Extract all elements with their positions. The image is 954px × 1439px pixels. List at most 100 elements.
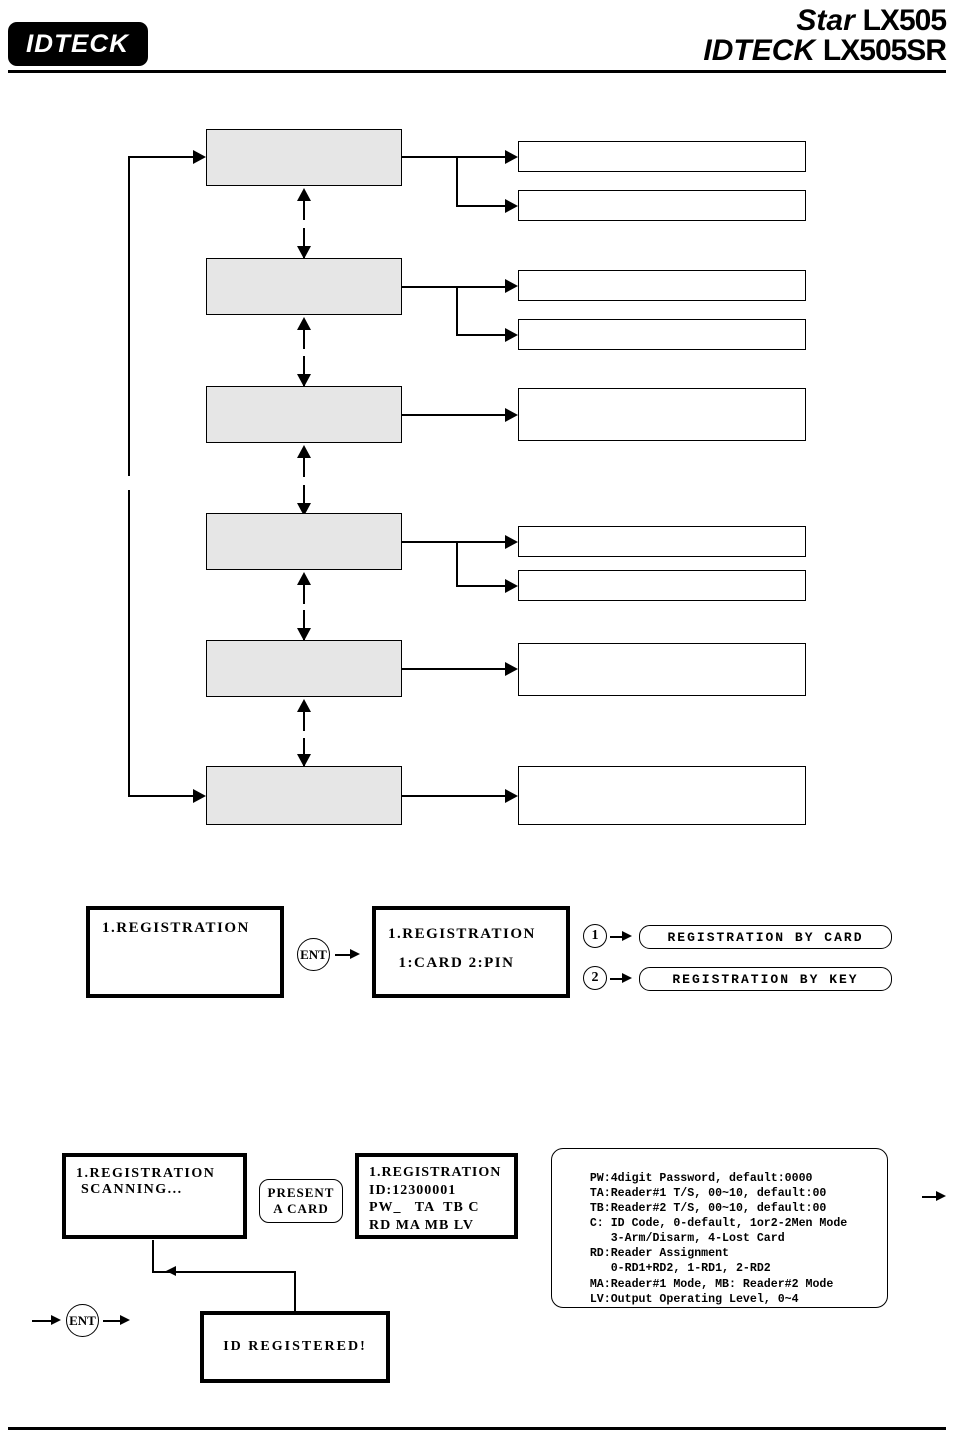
ent-key-icon-1[interactable]: ENT bbox=[297, 938, 330, 971]
menu-return-bus-upper-entry bbox=[128, 156, 196, 158]
ent-2-out-line bbox=[103, 1320, 121, 1322]
menu-box-3[interactable] bbox=[206, 386, 402, 443]
menu-box-1[interactable] bbox=[206, 129, 402, 186]
id-registered-screen[interactable]: ID REGISTERED! bbox=[200, 1311, 390, 1383]
menu-2-sub-2-arrow bbox=[505, 328, 518, 342]
model-title-block: Star LX505 IDTECK LX505SR bbox=[703, 4, 947, 67]
menu-5-sub-box-1[interactable] bbox=[518, 643, 806, 696]
registration-screen-1[interactable]: 1.REGISTRATION bbox=[86, 906, 284, 998]
scanning-screen-line-1: 1.REGISTRATION bbox=[76, 1166, 216, 1181]
registration-screen-1-line-1: 1.REGISTRATION bbox=[102, 920, 250, 936]
model-number-lx505sr: LX505SR bbox=[822, 34, 947, 67]
menu-return-bus-lower bbox=[128, 490, 130, 796]
menu-1-2-up-line bbox=[303, 190, 305, 220]
menu-4-5-down-line bbox=[303, 610, 305, 640]
menu-3-4-up-arrow bbox=[297, 445, 311, 458]
detail-screen-line-1: 1.REGISTRATION bbox=[369, 1165, 502, 1180]
option-1-pill[interactable]: REGISTRATION BY CARD bbox=[639, 925, 892, 949]
menu-6-sub-box-1[interactable] bbox=[518, 766, 806, 825]
menu-return-arrow-top bbox=[193, 150, 206, 164]
present-a-card-box: PRESENT A CARD bbox=[259, 1179, 343, 1223]
menu-2-branch-hline bbox=[456, 334, 508, 336]
menu-1-sub-1-arrow bbox=[505, 150, 518, 164]
scanning-screen[interactable]: 1.REGISTRATION SCANNING... bbox=[62, 1153, 247, 1239]
legend-line-4: C: ID Code, 0-default, 1or2-2Men Mode bbox=[589, 1217, 848, 1231]
legend-line-3: TB:Reader#2 T/S, 00~10, default:00 bbox=[589, 1202, 827, 1216]
option-1-arrow-head bbox=[622, 931, 632, 941]
menu-6-sub-1-arrow bbox=[505, 789, 518, 803]
ent-2-in-arrow-head bbox=[51, 1315, 61, 1325]
menu-4-sub-box-2[interactable] bbox=[518, 570, 806, 601]
menu-1-sub-box-2[interactable] bbox=[518, 190, 806, 221]
menu-4-branch-hline bbox=[456, 585, 508, 587]
menu-box-5[interactable] bbox=[206, 640, 402, 697]
menu-1-sub-2-arrow bbox=[505, 199, 518, 213]
registration-screen-2[interactable]: 1.REGISTRATION 1:CARD 2:PIN bbox=[372, 906, 570, 998]
menu-2-out-line bbox=[402, 286, 508, 288]
registration-screen-2-line-2: 1:CARD 2:PIN bbox=[388, 954, 515, 971]
menu-1-branch-hline bbox=[456, 205, 508, 207]
ent-2-in-line bbox=[32, 1320, 52, 1322]
registration-detail-screen[interactable]: 1.REGISTRATION ID:12300001 PW_ TA TB C R… bbox=[355, 1153, 518, 1239]
scanning-join-line bbox=[152, 1271, 295, 1273]
menu-4-sub-2-arrow bbox=[505, 579, 518, 593]
menu-return-bus-upper bbox=[128, 158, 130, 476]
menu-4-out-line bbox=[402, 541, 508, 543]
menu-4-branch-vline bbox=[456, 541, 458, 586]
legend-line-1: PW:4digit Password, default:0000 bbox=[589, 1172, 813, 1186]
menu-4-sub-box-1[interactable] bbox=[518, 526, 806, 557]
legend-continue-arrow-head bbox=[936, 1191, 946, 1201]
option-1-number-badge[interactable]: 1 bbox=[583, 924, 607, 948]
legend-line-6: RD:Reader Assignment bbox=[589, 1247, 729, 1261]
menu-1-2-up-arrow bbox=[297, 188, 311, 201]
menu-3-sub-1-arrow bbox=[505, 408, 518, 422]
scanning-screen-line-2: SCANNING... bbox=[76, 1182, 183, 1197]
footer-divider bbox=[8, 1427, 946, 1430]
idteck-logo-text: IDTECK bbox=[26, 29, 130, 58]
menu-6-out-line bbox=[402, 795, 508, 797]
menu-4-5-down-arrow bbox=[297, 628, 311, 641]
option-2-pill[interactable]: REGISTRATION BY KEY bbox=[639, 967, 892, 991]
legend-continue-arrow-line bbox=[922, 1196, 938, 1198]
menu-2-branch-vline bbox=[456, 286, 458, 335]
present-a-card-line-1: PRESENT bbox=[267, 1184, 335, 1200]
option-1-arrow-line bbox=[610, 936, 623, 938]
menu-2-sub-box-2[interactable] bbox=[518, 319, 806, 350]
menu-3-4-down-arrow bbox=[297, 503, 311, 516]
menu-3-4-down-line bbox=[303, 485, 305, 515]
menu-box-2[interactable] bbox=[206, 258, 402, 315]
ent-key-label-1: ENT bbox=[300, 946, 327, 962]
detail-down-line bbox=[294, 1271, 296, 1311]
registration-screen-2-line-1: 1.REGISTRATION bbox=[388, 926, 536, 942]
option-2-number-badge[interactable]: 2 bbox=[583, 966, 607, 990]
menu-2-3-down-line bbox=[303, 356, 305, 386]
menu-1-out-line bbox=[402, 156, 508, 158]
menu-box-6[interactable] bbox=[206, 766, 402, 825]
menu-3-sub-box-1[interactable] bbox=[518, 388, 806, 441]
menu-2-3-down-arrow bbox=[297, 374, 311, 387]
menu-5-sub-1-arrow bbox=[505, 662, 518, 676]
legend-line-8: MA:Reader#1 Mode, MB: Reader#2 Mode bbox=[589, 1277, 834, 1291]
option-1-label: REGISTRATION BY CARD bbox=[667, 929, 864, 945]
menu-1-sub-box-1[interactable] bbox=[518, 141, 806, 172]
ent-key-icon-2[interactable]: ENT bbox=[66, 1304, 99, 1337]
scanning-down-line bbox=[152, 1240, 154, 1272]
detail-screen-line-4: RD MA MB LV bbox=[369, 1217, 474, 1233]
menu-box-4[interactable] bbox=[206, 513, 402, 570]
menu-3-4-up-line bbox=[303, 447, 305, 477]
model-number-lx505: LX505 bbox=[862, 4, 947, 37]
menu-5-6-up-arrow bbox=[297, 699, 311, 712]
ent-1-arrow-head bbox=[350, 949, 360, 959]
ent-key-label-2: ENT bbox=[69, 1312, 96, 1328]
idteck-brand-text: IDTECK bbox=[703, 34, 816, 67]
option-2-number: 2 bbox=[591, 970, 599, 985]
menu-2-sub-box-1[interactable] bbox=[518, 270, 806, 301]
menu-5-6-down-line bbox=[303, 738, 305, 766]
menu-4-5-up-line bbox=[303, 574, 305, 604]
detail-screen-line-2: ID:12300001 bbox=[369, 1182, 457, 1198]
menu-1-2-down-line bbox=[303, 228, 305, 258]
menu-2-sub-1-arrow bbox=[505, 279, 518, 293]
star-brand-text: Star bbox=[796, 4, 855, 37]
option-1-number: 1 bbox=[591, 928, 599, 943]
legend-line-7: 0-RD1+RD2, 1-RD1, 2-RD2 bbox=[589, 1262, 771, 1276]
